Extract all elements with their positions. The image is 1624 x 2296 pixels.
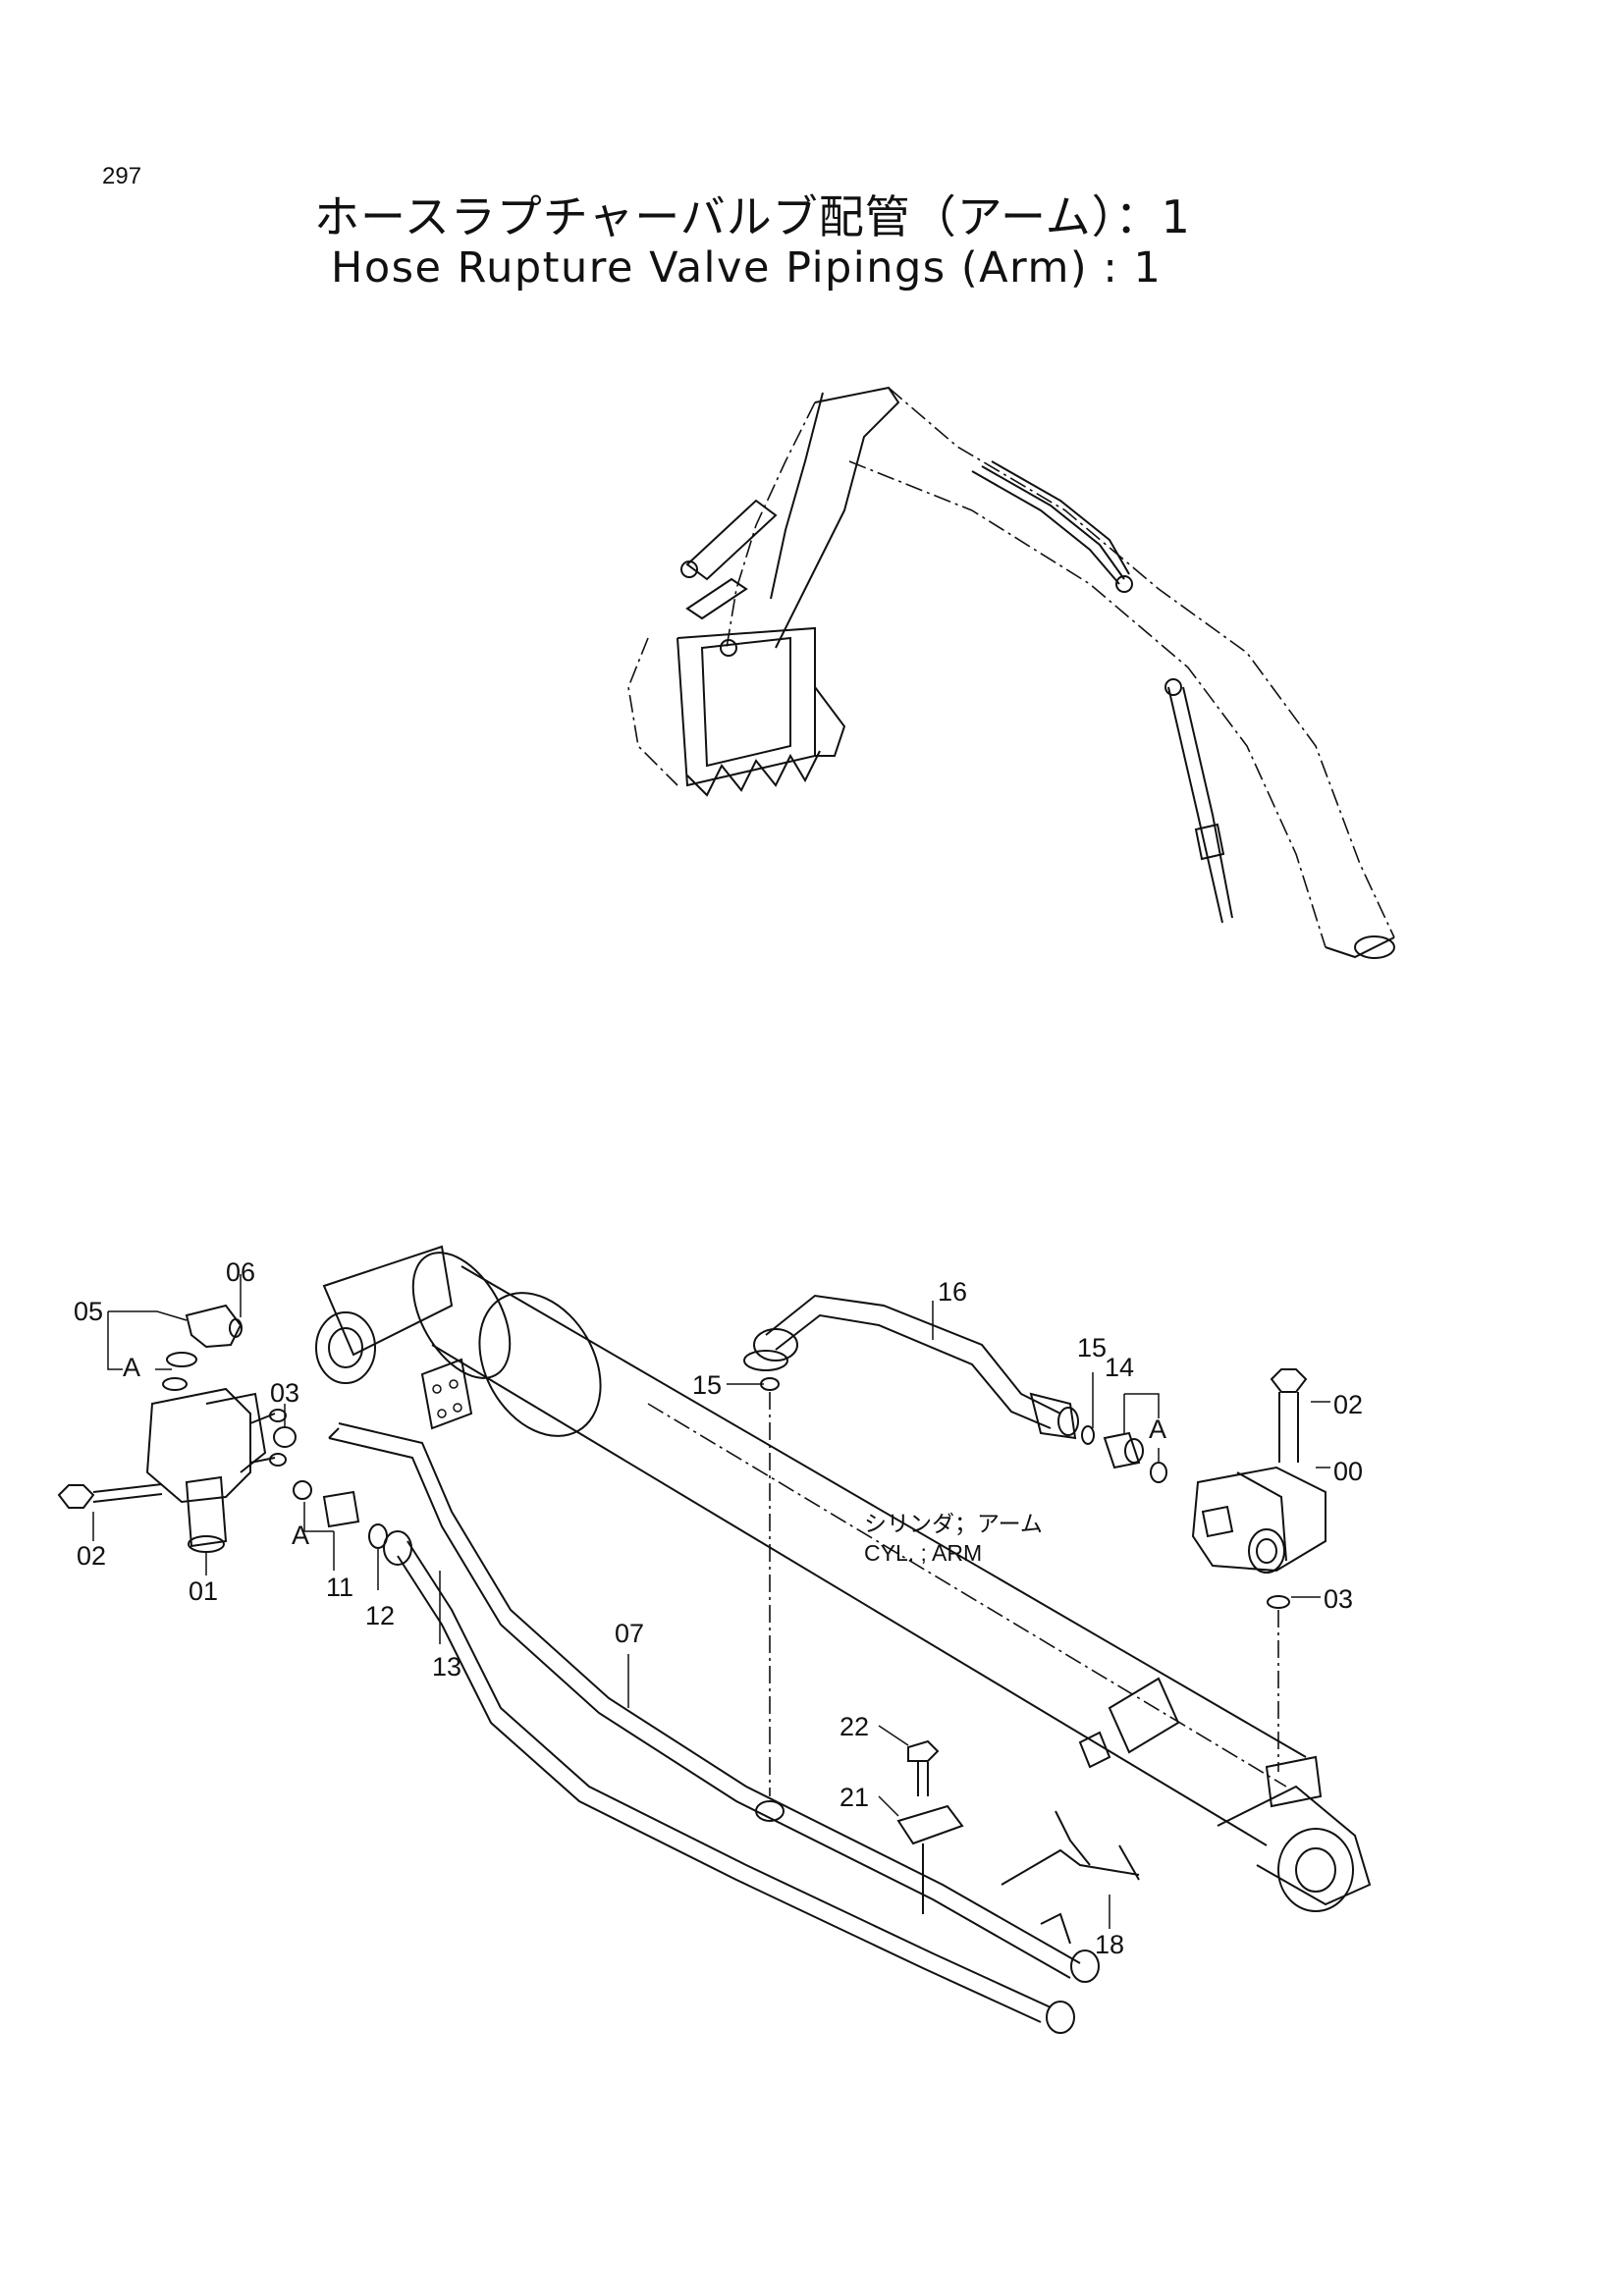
callout-18: 18: [1095, 1930, 1124, 1959]
callout-03-left: 03: [270, 1378, 299, 1408]
callout-15-right: 15: [1077, 1333, 1107, 1362]
callout-11: 11: [326, 1573, 353, 1602]
callout-21: 21: [839, 1783, 869, 1812]
excavator-overview-drawing: [627, 386, 1395, 959]
callout-06: 06: [226, 1257, 255, 1287]
cylinder-caption-english: CYL. ; ARM: [864, 1540, 982, 1566]
callout-13: 13: [432, 1652, 461, 1682]
callout-14: 14: [1105, 1353, 1134, 1382]
page-title-japanese: ホースラプチャーバルブ配管（アーム）：1: [314, 190, 1191, 243]
callout-07: 07: [615, 1619, 644, 1648]
callout-labels: 06 05 A 03 02 01 A 11 12 13 07 16 15 15 …: [74, 1257, 1363, 1959]
exploded-parts-drawing: [57, 1245, 1372, 2034]
callout-12: 12: [365, 1601, 395, 1630]
cylinder-caption-japanese: シリンダ；アーム: [864, 1511, 1043, 1536]
callout-02-right: 02: [1333, 1390, 1363, 1419]
callout-a-left-top: A: [123, 1353, 140, 1382]
callout-03-right: 03: [1324, 1584, 1353, 1614]
page-title-english: Hose Rupture Valve Pipings (Arm) : 1: [331, 243, 1163, 293]
callout-22: 22: [839, 1712, 869, 1741]
callout-16: 16: [938, 1277, 967, 1307]
callout-05: 05: [74, 1297, 103, 1326]
callout-00: 00: [1333, 1457, 1363, 1486]
callout-01: 01: [189, 1576, 218, 1606]
callout-a-right: A: [1149, 1415, 1166, 1444]
callout-02-left: 02: [77, 1541, 106, 1571]
callout-a-left-bottom: A: [292, 1521, 309, 1550]
page-number: 297: [102, 163, 142, 189]
callout-15-left: 15: [692, 1370, 722, 1400]
